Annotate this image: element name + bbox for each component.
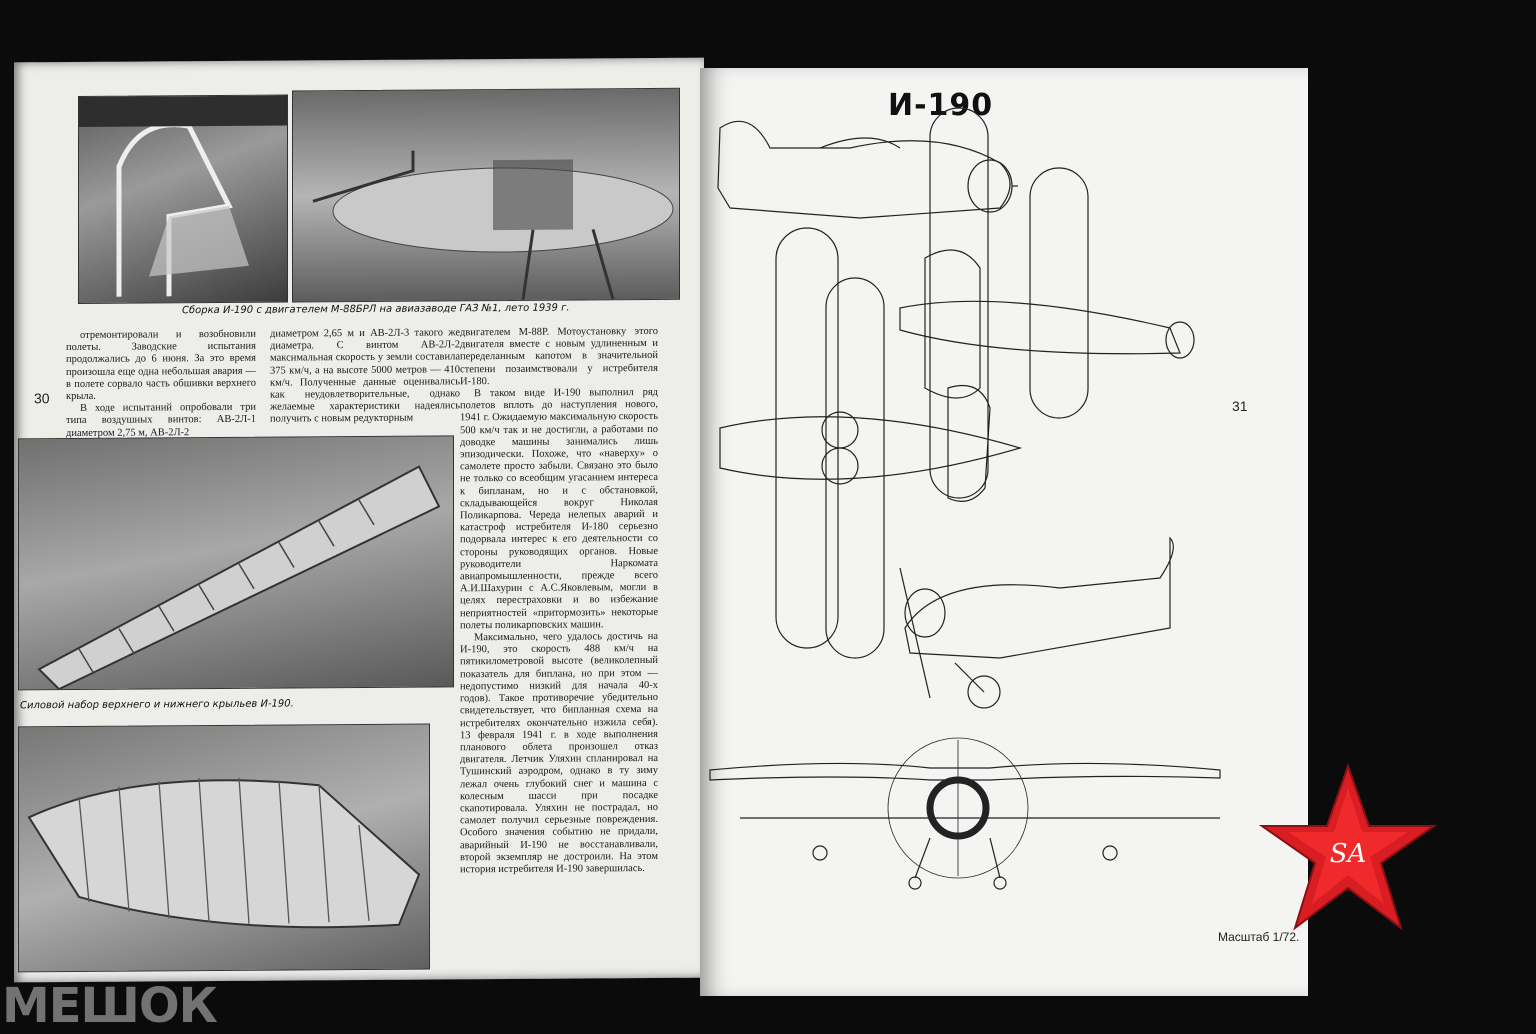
left-page: Сборка И-190 с двигателем М-88БРЛ на ави…: [14, 57, 704, 983]
assembly-photo-1: [78, 94, 288, 304]
upper-wing-skeleton: [37, 465, 441, 691]
drawing-title: И-190: [888, 88, 994, 123]
caption-top: Сборка И-190 с двигателем М-88БРЛ на ави…: [182, 302, 570, 317]
column3-paragraph-3: Максимально, чего удалось достичь на И-1…: [460, 630, 658, 876]
logo-text: SA: [1330, 839, 1367, 869]
column1-paragraph-1: отремонтировали и возобновили полеты. За…: [66, 328, 256, 403]
text-column-1: отремонтировали и возобновили полеты. За…: [66, 329, 256, 440]
plan-view-bottom: [719, 227, 1023, 659]
page-number-left: 30: [34, 390, 50, 407]
right-page: И-190: [700, 68, 1308, 996]
column3-paragraph-1: двигателем М-88Р. Мотоустановку этого дв…: [460, 325, 658, 388]
aircraft-line-drawings: [709, 107, 1221, 890]
red-star-logo: SA: [1258, 762, 1438, 931]
plan-view: [899, 107, 1195, 499]
column2-paragraph-1: диаметром 2,65 м и АВ-2Л-3 такого же диа…: [270, 327, 460, 426]
front-view: [709, 737, 1221, 890]
meshok-watermark: МЕШОК: [2, 978, 218, 1034]
caption-wing: Силовой набор верхнего и нижнего крыльев…: [20, 698, 294, 712]
text-column-2: диаметром 2,65 м и АВ-2Л-3 такого же диа…: [270, 327, 460, 426]
assembly-photo-2: [292, 87, 680, 303]
wing-frame-photo-2: [18, 723, 430, 973]
side-view-bottom: [899, 536, 1174, 709]
column1-paragraph-2: В ходе испытаний опробовали три типа воз…: [66, 401, 256, 439]
side-view-top: [717, 120, 1018, 219]
lower-wing-skeleton: [27, 777, 421, 929]
fuselage-drawing: [312, 150, 674, 301]
column3-paragraph-2: В таком виде И-190 выполнил ряд полетов …: [460, 386, 658, 632]
scale-label: Масштаб 1/72.: [1218, 930, 1300, 944]
wing-frame-photo-1: [18, 435, 454, 691]
text-column-3: двигателем М-88Р. Мотоустановку этого дв…: [460, 326, 658, 877]
tail-frame-drawing: [79, 95, 287, 297]
page-number-right: 31: [1232, 398, 1248, 414]
